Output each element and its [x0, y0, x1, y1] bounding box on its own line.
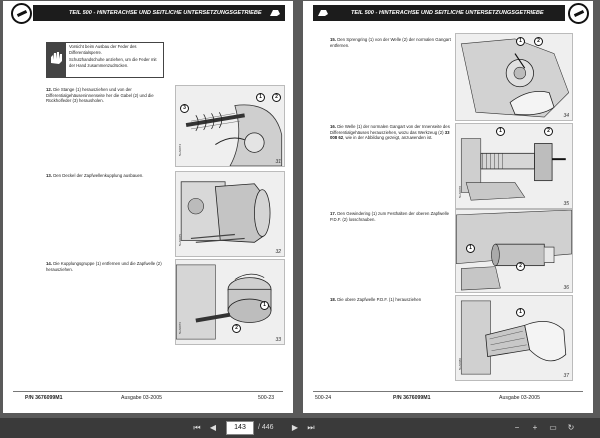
zoom-out-icon[interactable]: −	[514, 423, 520, 432]
figure-number: 34	[563, 113, 569, 119]
footer-page-number: 500-24	[315, 395, 332, 401]
figure-35: 1 2 5LA0078 35	[455, 123, 573, 209]
step-text: Die Kupplungsgruppe (1) entfernen und di…	[46, 261, 162, 272]
figure-32: 5LA0075 32	[175, 171, 285, 257]
caution-hand-icon	[47, 43, 66, 77]
prev-page-icon[interactable]: ◀	[209, 423, 217, 432]
last-page-icon[interactable]: ⏭	[307, 423, 315, 432]
callout: 1	[260, 301, 269, 310]
next-page-icon[interactable]: ▶	[291, 423, 299, 432]
page-header: TEIL 500 - HINTERACHSE UND SEITLICHE UNT…	[33, 5, 285, 21]
footer-part-number: P/N 3676099M1	[25, 395, 63, 401]
step-text: Die Stange (1) herausziehen und von der …	[46, 87, 154, 104]
first-page-icon[interactable]: ⏮	[193, 423, 201, 432]
footer-edition: Ausgabe 03-2005	[499, 395, 540, 401]
callout: 2	[232, 324, 241, 333]
callout: 2	[534, 37, 543, 46]
figure-code: 5LA0080	[458, 358, 462, 371]
callout: 2	[272, 93, 281, 102]
step-number: 13.	[46, 173, 52, 178]
tool-number: 33 008 62	[330, 129, 450, 141]
figure-code: 5LA0078	[458, 186, 462, 199]
step-text: Den Gewindering (1) zum Festhalten der o…	[330, 211, 449, 222]
callout: 1	[496, 127, 505, 136]
zoom-in-icon[interactable]: +	[532, 423, 538, 432]
brand-logo	[568, 3, 589, 24]
figure-number: 32	[275, 249, 281, 255]
step-13: 13. Den Deckel der Zapfwellenkupplung au…	[46, 173, 166, 179]
callout: 2	[544, 127, 553, 136]
footer-rule	[13, 391, 283, 392]
callout: 1	[516, 308, 525, 317]
figure-33: 1 2 5LA0076 33	[175, 259, 285, 345]
pdf-toolbar: ⏮ ◀ 143 / 446 ▶ ⏭ − + ▭ ↻	[0, 418, 600, 438]
step-number: 15.	[330, 37, 336, 42]
step-text: Die obere Zapfwelle P.D.F. (1) herauszie…	[337, 297, 422, 302]
figure-31: 3 1 2 5LA0074 31	[175, 85, 285, 167]
figure-36: 1 2 36	[455, 209, 573, 293]
step-number: 14.	[46, 261, 52, 266]
footer-part-number: P/N 3676099M1	[393, 395, 431, 401]
figure-number: 31	[275, 159, 281, 165]
step-number: 16.	[330, 124, 336, 129]
step-17: 17. Den Gewindering (1) zum Festhalten d…	[330, 211, 452, 222]
page-number-input[interactable]: 143	[226, 421, 254, 435]
step-number: 12.	[46, 87, 52, 92]
figure-code: 5LA0075	[178, 234, 182, 247]
step-text-end: , wie in der Abbildung gezeigt, anzuwend…	[343, 135, 433, 141]
figure-34: 1 2 34	[455, 33, 573, 121]
figure-number: 33	[275, 337, 281, 343]
figure-37: 1 5LA0080 37	[455, 295, 573, 381]
caution-line-1: Vorsicht beim Ausbau der Feder des Diffe…	[69, 44, 137, 55]
callout: 2	[516, 262, 525, 271]
figure-code: 5LA0074	[178, 144, 182, 157]
tractor-icon	[270, 10, 280, 16]
caution-text: Vorsicht beim Ausbau der Feder des Diffe…	[69, 44, 161, 68]
step-15: 15. Den Sprengring (1) von der Welle (2)…	[330, 37, 452, 48]
rotate-icon[interactable]: ↻	[567, 423, 575, 432]
section-title: TEIL 500 - HINTERACHSE UND SEITLICHE UNT…	[69, 10, 262, 16]
step-number: 18.	[330, 297, 336, 302]
callout: 1	[516, 37, 525, 46]
step-text: Die Welle (1) der normalen Gangart von d…	[330, 124, 450, 135]
figure-number: 36	[563, 285, 569, 291]
callout: 3	[180, 104, 189, 113]
page-header: TEIL 500 - HINTERACHSE UND SEITLICHE UNT…	[313, 5, 565, 21]
step-18: 18. Die obere Zapfwelle P.D.F. (1) herau…	[330, 297, 452, 303]
footer-page-number: 500-23	[258, 395, 275, 401]
figure-number: 37	[563, 373, 569, 379]
total-pages: / 446	[258, 424, 274, 431]
tractor-icon	[318, 10, 328, 16]
caution-line-2: Schutzhandschuhe anziehen, um die Feder …	[69, 57, 157, 68]
figure-number: 35	[563, 201, 569, 207]
callout: 1	[466, 244, 475, 253]
figure-code: 5LA0076	[178, 322, 182, 335]
step-12: 12. Die Stange (1) herausziehen und von …	[46, 87, 166, 104]
footer-rule	[313, 391, 583, 392]
brand-logo	[11, 3, 32, 24]
section-title: TEIL 500 - HINTERACHSE UND SEITLICHE UNT…	[351, 10, 544, 16]
caution-box: Vorsicht beim Ausbau der Feder des Diffe…	[46, 42, 164, 78]
left-page: TEIL 500 - HINTERACHSE UND SEITLICHE UNT…	[3, 1, 293, 413]
step-16: 16. Die Welle (1) der normalen Gangart v…	[330, 124, 452, 141]
footer-edition: Ausgabe 03-2005	[121, 395, 162, 401]
step-14: 14. Die Kupplungsgruppe (1) entfernen un…	[46, 261, 166, 272]
callout: 1	[256, 93, 265, 102]
right-page: TEIL 500 - HINTERACHSE UND SEITLICHE UNT…	[303, 1, 593, 413]
step-number: 17.	[330, 211, 336, 216]
fit-page-icon[interactable]: ▭	[549, 423, 557, 432]
step-text: Den Sprengring (1) von der Welle (2) der…	[330, 37, 451, 48]
step-text: Den Deckel der Zapfwellenkupplung ausbau…	[53, 173, 144, 178]
